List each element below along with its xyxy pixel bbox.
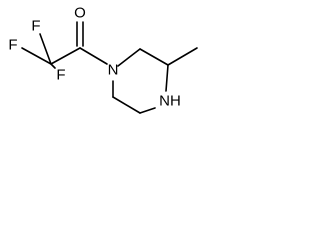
- bond-methyl: [167, 47, 198, 66]
- atom-nh-ring: NH: [159, 93, 181, 110]
- bond-carbonyl-n: [79, 47, 108, 65]
- atom-oxygen: O: [74, 5, 86, 22]
- bond-ring-upper-methine: [139, 48, 169, 66]
- atom-fluorine-bottom: F: [56, 67, 65, 84]
- bond-ring-n-upper: [117, 48, 141, 67]
- bond-carbonyl-cf3: [50, 47, 81, 65]
- chemical-structure: O F F F N NH: [8, 5, 198, 114]
- bond-c-f-bottom: [50, 63, 56, 69]
- bond-ring-nh-lower: [139, 107, 156, 114]
- atom-fluorine-left: F: [8, 37, 17, 54]
- bond-c-f-top: [39, 33, 52, 65]
- bond-c-f-left: [21, 47, 52, 65]
- atom-fluorine-top: F: [31, 18, 40, 35]
- bond-ring-methine-nh: [165, 64, 169, 92]
- bond-ring-lower-left: [112, 96, 141, 114]
- atom-nitrogen-ring: N: [108, 62, 119, 79]
